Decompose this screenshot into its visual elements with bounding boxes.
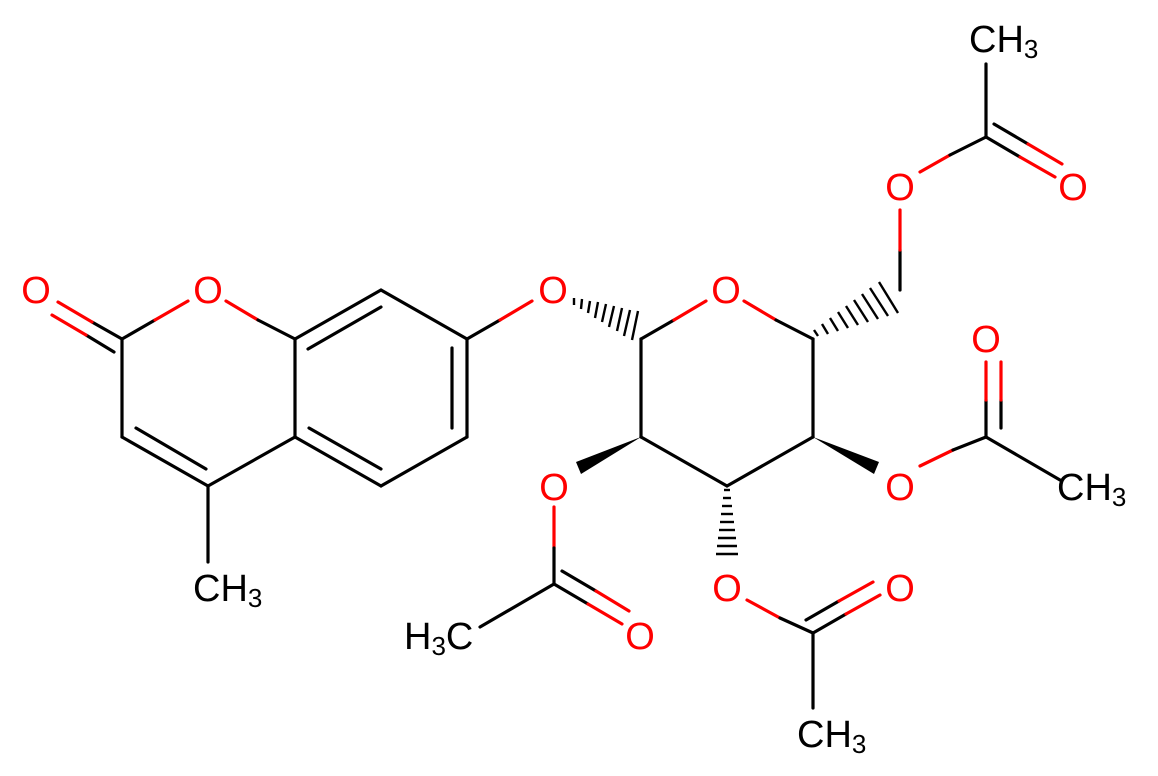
hash-bond-c5-c6 [813, 281, 900, 337]
atom-o-ring-coumarin: O [193, 270, 223, 312]
bond-c6-c5 [379, 435, 469, 488]
atom-o-c6-carbonyl: O [1058, 167, 1088, 209]
hash-bond-c3-o3 [716, 488, 738, 556]
bond-c3-c4-sugar [725, 435, 815, 488]
bond-c4-c4a [206, 435, 297, 488]
label-c2-acetyl-methyl: H3C [404, 616, 473, 661]
bond-c1-o5 [639, 299, 708, 341]
atom-o-c3-carbonyl: O [885, 568, 915, 610]
bond-c3acyl-carbonyl [804, 580, 882, 635]
atom-o-c4-ester: O [885, 467, 915, 509]
wedge-bond-c2-o2 [576, 437, 641, 474]
atom-o-c3-ester: O [712, 568, 742, 610]
bond-o4-cacyl [918, 435, 988, 468]
atom-o-c4-carbonyl: O [971, 319, 1001, 361]
atom-o-c2-ester: O [539, 467, 569, 509]
bond-c2-o1 [120, 299, 190, 341]
bond-o3-cacyl [745, 598, 815, 635]
wedge-bond-c4-o4 [813, 437, 879, 474]
atom-o-c2-carbonyl: O [625, 616, 655, 658]
label-c4-acetyl-methyl: CH3 [1057, 467, 1126, 512]
bond-c2acyl-carbonyl [552, 569, 631, 626]
bond-c4acyl-methyl [984, 435, 1062, 482]
bond-c4acyl-carbonyl [984, 360, 1003, 439]
bond-c7-oglyc [465, 299, 534, 341]
bond-o5-c5 [742, 299, 815, 341]
bond-c8-c7 [379, 288, 469, 341]
atom-o-c6-ester: O [885, 167, 915, 209]
bond-o6-cacyl [918, 135, 988, 174]
bond-c2-c3-sugar [639, 435, 729, 488]
bond-o1-c8a [224, 299, 297, 341]
bond-c5-c4a [293, 426, 383, 488]
bond-c6acyl-carbonyl [984, 122, 1064, 179]
label-coumarin-methyl: CH3 [193, 568, 262, 613]
atom-o-glycosidic: O [538, 270, 568, 312]
atom-o-ring-sugar: O [711, 270, 741, 312]
atom-o-lactone-carbonyl: O [21, 270, 51, 312]
bond-c3-c4 [120, 426, 210, 488]
bond-lactone-carbonyl [50, 300, 124, 354]
bond-c2acyl-methyl [478, 582, 556, 629]
label-c3-acetyl-methyl: CH3 [797, 714, 866, 759]
hash-bond-c1-oglyc [572, 298, 640, 341]
bond-c7-c6 [450, 337, 469, 439]
bond-c8a-c8 [293, 288, 383, 351]
label-c6-acetyl-methyl: CH3 [969, 19, 1038, 64]
